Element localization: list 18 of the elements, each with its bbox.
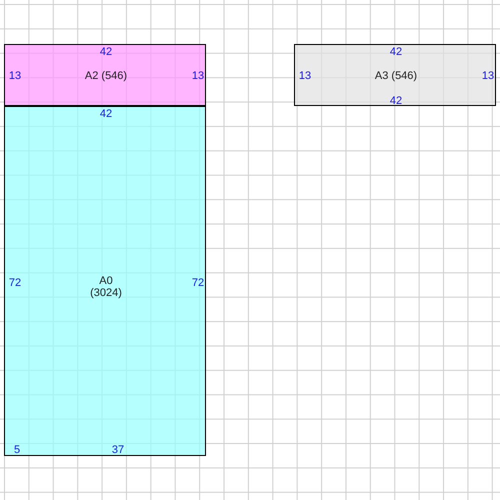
room-label: A3 (546) <box>374 70 418 82</box>
dimension-label: 13 <box>192 70 204 82</box>
dimension-label: 37 <box>112 444 124 456</box>
dimension-label: 72 <box>8 277 22 289</box>
room-block <box>294 44 496 106</box>
dimension-label: 5 <box>14 444 20 456</box>
dimension-label: 13 <box>298 70 312 82</box>
dimension-label: 42 <box>390 46 402 58</box>
dimension-label: 72 <box>192 277 204 289</box>
room-block <box>4 106 206 456</box>
room-block <box>4 44 206 106</box>
dimension-label: 13 <box>482 70 494 82</box>
dimension-label: 42 <box>390 95 402 107</box>
dimension-label: 42 <box>100 46 112 58</box>
room-label: A0 (3024) <box>89 275 123 299</box>
room-label: A2 (546) <box>84 70 128 82</box>
dimension-label: 13 <box>8 70 22 82</box>
dimension-label: 42 <box>100 108 112 120</box>
